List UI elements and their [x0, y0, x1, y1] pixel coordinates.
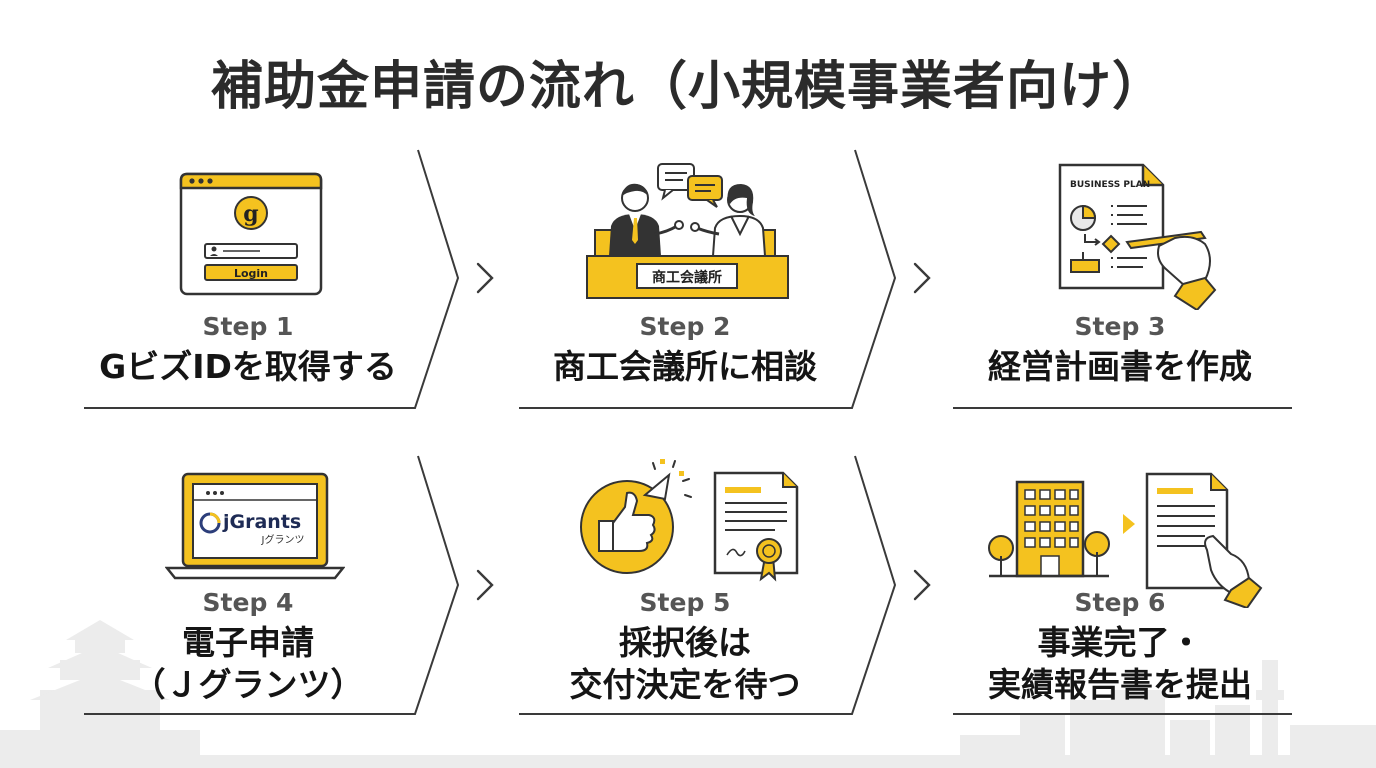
step-1-label: Step 1 [202, 312, 294, 341]
step-6-title-line-2: 実績報告書を提出 [988, 665, 1252, 704]
separator-step5 [519, 455, 897, 715]
step-5-label: Step 5 [639, 588, 731, 617]
step-3-title: 経営計画書を作成 [988, 347, 1252, 386]
page-title: 補助金申請の流れ（小規模事業者向け） [210, 57, 1165, 117]
svg-text:商工会議所: 商工会議所 [652, 269, 722, 286]
step-6-title-line-1: 事業完了・ [1037, 623, 1203, 662]
separator-step2 [519, 149, 897, 409]
step-5: Step 5 採択後は 交付決定を待つ [515, 588, 855, 706]
arrow-4-5 [476, 569, 494, 601]
step-2: Step 2 商工会議所に相談 [515, 312, 855, 388]
step-5-title-line-2: 交付決定を待つ [569, 665, 801, 704]
building-report-icon [988, 472, 1263, 608]
svg-text:jGrants: jGrants [222, 511, 301, 533]
svg-text:Login: Login [234, 267, 268, 280]
svg-text:BUSINESS PLAN: BUSINESS PLAN [1070, 180, 1150, 190]
step-4: Step 4 電子申請 （Ｊグランツ） [78, 588, 418, 706]
step-2-label: Step 2 [639, 312, 731, 341]
login-window-icon: g Login [179, 172, 323, 296]
step-3-label: Step 3 [1074, 312, 1166, 341]
step-2-title: 商工会議所に相談 [553, 347, 817, 386]
laptop-jgrants-icon: jGrants Jグランツ [165, 472, 345, 580]
step-1: Step 1 GビズIDを取得する [78, 312, 418, 388]
arrow-2-3 [913, 262, 931, 294]
approval-certificate-icon [580, 459, 799, 582]
step-5-title-line-1: 採択後は [619, 623, 751, 662]
business-plan-icon: BUSINESS PLAN [1058, 163, 1217, 310]
step-4-label: Step 4 [202, 588, 294, 617]
step-1-title: GビズIDを取得する [99, 347, 397, 386]
separator-step1 [84, 149, 460, 409]
step-3: Step 3 経営計画書を作成 [950, 312, 1290, 388]
svg-text:Jグランツ: Jグランツ [261, 533, 305, 546]
arrow-5-6 [913, 569, 931, 601]
arrow-1-2 [476, 262, 494, 294]
step-6: Step 6 事業完了・ 実績報告書を提出 [950, 588, 1290, 706]
consultation-icon: 商工会議所 [586, 163, 789, 299]
step-4-title-line-2: （Ｊグランツ） [132, 665, 364, 704]
step-6-label: Step 6 [1074, 588, 1166, 617]
svg-text:g: g [243, 201, 258, 227]
separator-step4 [84, 455, 460, 715]
step-4-title-line-1: 電子申請 [182, 623, 314, 662]
